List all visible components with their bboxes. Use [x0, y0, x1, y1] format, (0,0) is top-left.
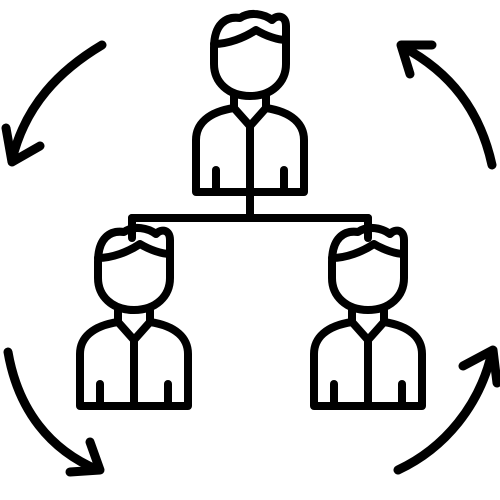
arrow-bottom-left-icon	[3, 347, 105, 477]
person-bottom-right-icon	[314, 228, 422, 406]
arrow-bottom-right-icon	[393, 345, 500, 475]
person-bottom-left-icon	[80, 228, 188, 406]
cycle-arrows	[1, 40, 500, 477]
person-top-icon	[196, 14, 304, 192]
arrow-top-left-icon	[1, 40, 107, 167]
arrow-top-right-icon	[396, 40, 497, 170]
